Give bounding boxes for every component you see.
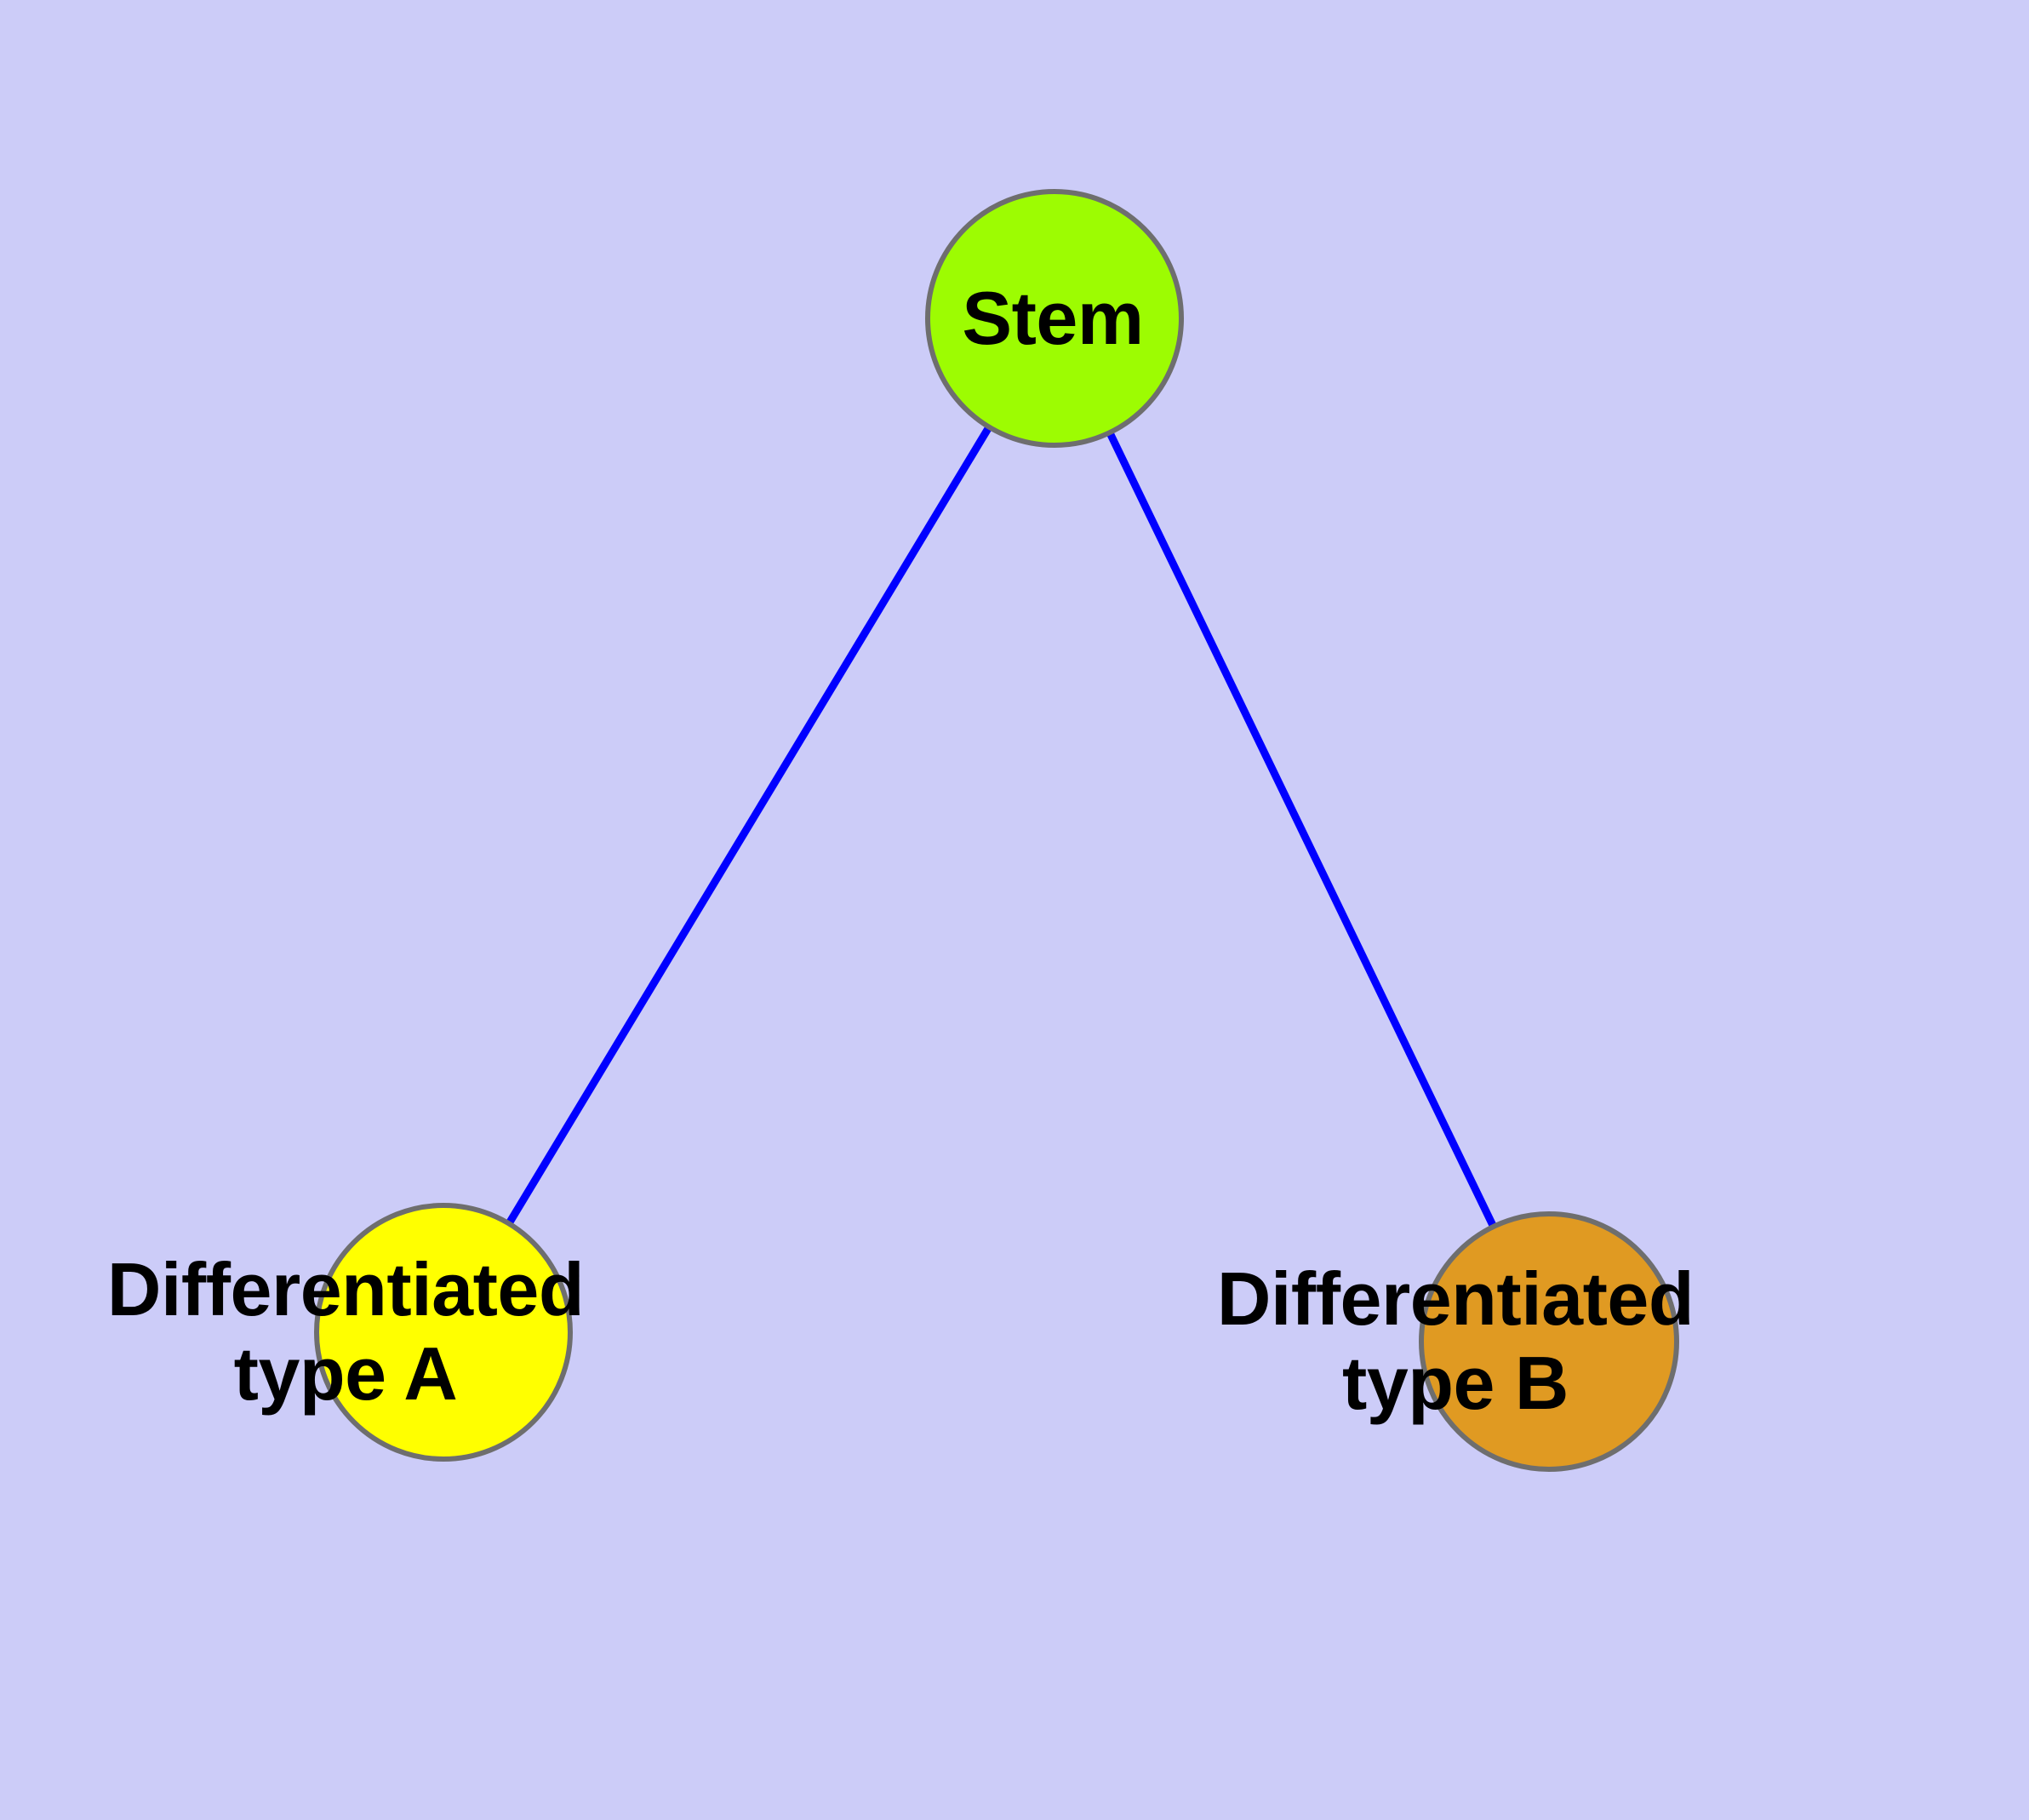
- node-stem[interactable]: [925, 189, 1184, 448]
- node-differentiated-type-a[interactable]: [314, 1203, 573, 1462]
- node-differentiated-type-b[interactable]: [1419, 1211, 1679, 1472]
